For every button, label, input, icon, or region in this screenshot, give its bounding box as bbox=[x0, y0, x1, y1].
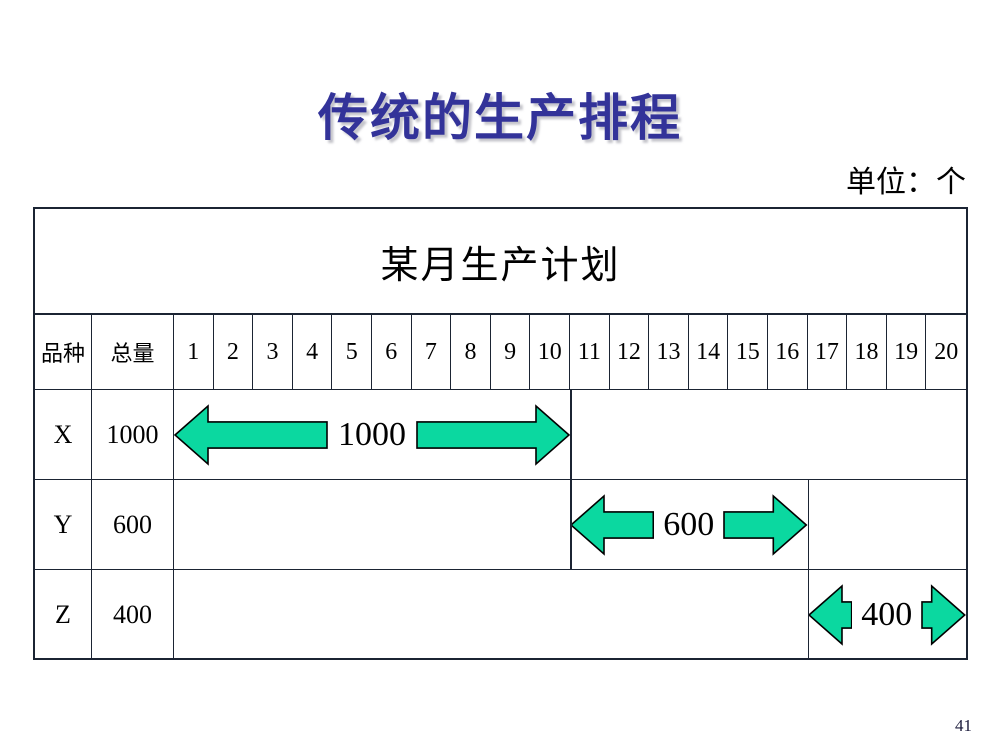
schedule-bar-y[interactable]: 600 bbox=[570, 480, 808, 569]
column-header-day-17: 17 bbox=[808, 315, 848, 389]
column-header-day-15: 15 bbox=[728, 315, 768, 389]
row-total-y: 600 bbox=[92, 480, 174, 569]
column-header-day-10: 10 bbox=[530, 315, 570, 389]
arrow-left-icon bbox=[570, 493, 655, 556]
column-header-day-4: 4 bbox=[293, 315, 333, 389]
column-header-day-16: 16 bbox=[768, 315, 808, 389]
column-header-day-3: 3 bbox=[253, 315, 293, 389]
row-y-span-end-divider bbox=[807, 480, 810, 569]
row-z-span-start-divider bbox=[807, 570, 810, 660]
row-total-z: 400 bbox=[92, 570, 174, 660]
column-header-day-7: 7 bbox=[412, 315, 452, 389]
arrow-right-icon bbox=[921, 584, 966, 646]
column-header-day-12: 12 bbox=[610, 315, 650, 389]
schedule-bar-x[interactable]: 1000 bbox=[174, 390, 570, 479]
column-header-day-19: 19 bbox=[887, 315, 927, 389]
table-caption: 某月生产计划 bbox=[380, 242, 621, 287]
arrow-left-icon bbox=[174, 403, 328, 466]
arrow-right-icon bbox=[416, 403, 570, 466]
column-header-day-9: 9 bbox=[491, 315, 531, 389]
table-caption-row: 某月生产计划 bbox=[35, 209, 966, 315]
column-header-variety: 品种 bbox=[35, 315, 92, 389]
row-x-span-end-divider bbox=[570, 390, 572, 479]
arrow-right-icon bbox=[723, 493, 808, 556]
arrow-left-icon bbox=[807, 584, 853, 646]
column-header-day-20: 20 bbox=[934, 338, 959, 365]
column-header-day-6: 6 bbox=[372, 315, 412, 389]
column-header-day-8: 8 bbox=[451, 315, 491, 389]
column-header-day-14: 14 bbox=[689, 315, 729, 389]
column-header-day-2: 2 bbox=[214, 315, 254, 389]
column-header-day-13: 13 bbox=[649, 315, 689, 389]
schedule-bar-z[interactable]: 400 bbox=[807, 570, 966, 660]
column-header-day-5: 5 bbox=[332, 315, 372, 389]
row-name-y: Y bbox=[35, 480, 92, 569]
row-name-z: Z bbox=[35, 570, 92, 660]
column-header-day-1: 1 bbox=[174, 315, 214, 389]
page-title: 传统的生产排程 bbox=[318, 88, 682, 147]
schedule-bar-label: 400 bbox=[861, 596, 913, 633]
row-y-span-start-divider bbox=[570, 480, 572, 569]
unit-note: 单位：个 bbox=[846, 165, 966, 200]
column-header-day-18: 18 bbox=[847, 315, 887, 389]
schedule-bar-label: 600 bbox=[663, 505, 715, 543]
column-header-day-11: 11 bbox=[570, 315, 610, 389]
row-name-x: X bbox=[35, 390, 92, 479]
column-header-total: 总量 bbox=[92, 315, 174, 389]
row-total-x: 1000 bbox=[92, 390, 174, 479]
schedule-bar-label: 1000 bbox=[338, 415, 406, 453]
page-number: 41 bbox=[955, 716, 972, 735]
